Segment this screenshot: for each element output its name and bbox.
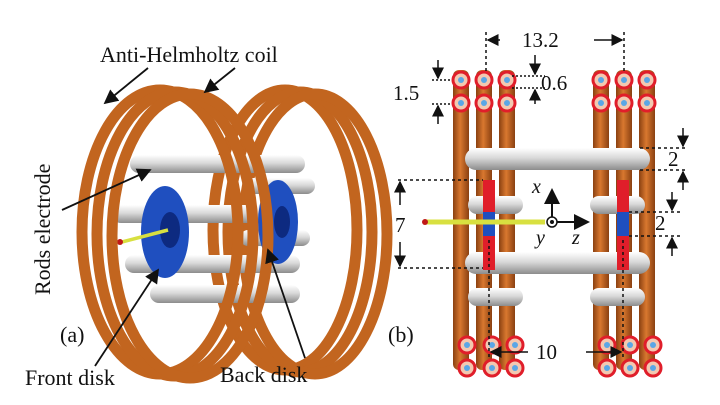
- dim-1-5: 1.5: [393, 81, 419, 105]
- panel-b-label: (b): [388, 322, 414, 347]
- coordinate-axes: x y z: [531, 176, 590, 249]
- dim-0-6: 0.6: [541, 71, 567, 95]
- needle: [117, 228, 169, 245]
- dim-13-2: 13.2: [522, 28, 559, 52]
- front-disk-label: Front disk: [25, 365, 115, 390]
- dim-2-rod: 2: [668, 147, 679, 171]
- wire-ends: [451, 70, 663, 378]
- axis-x-label: x: [531, 176, 541, 198]
- rods-side-view: [465, 148, 650, 306]
- axis-y-label: y: [534, 227, 545, 249]
- coil-label: Anti-Helmholtz coil: [100, 42, 278, 67]
- dim-10: 10: [536, 340, 557, 364]
- dim-2-disk: 2: [655, 211, 666, 235]
- dim-7: 7: [395, 213, 406, 237]
- back-coil: [207, 84, 393, 380]
- panel-a: Anti-Helmholtz coil Rods electrode (a) F…: [25, 42, 393, 390]
- front-coil: [76, 84, 274, 384]
- dimension-lines: [394, 32, 689, 360]
- back-disk-label: Back disk: [220, 362, 307, 387]
- axis-z-label: z: [571, 227, 580, 249]
- panel-a-label: (a): [60, 322, 84, 347]
- panel-b: x y z: [388, 28, 689, 378]
- rods-label: Rods electrode: [30, 164, 55, 295]
